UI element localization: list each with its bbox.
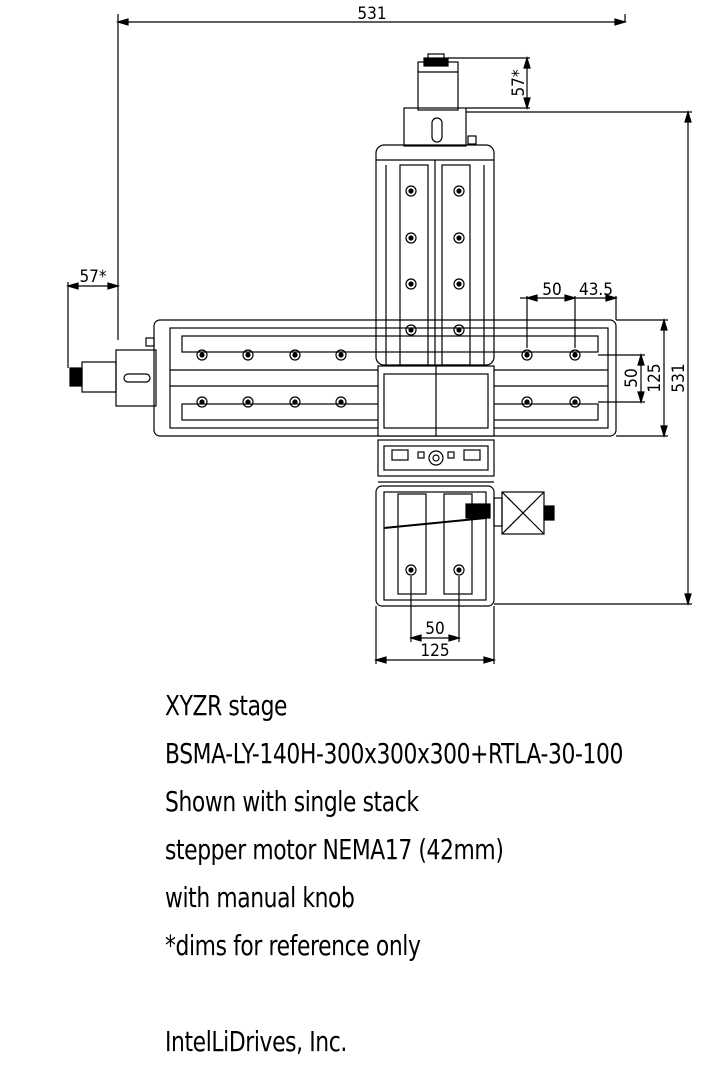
label-motor-left: 57* bbox=[79, 267, 106, 287]
label-carriage-width: 125 bbox=[645, 363, 665, 392]
note-part-number: BSMA-LY-140H-300x300x300+RTLA-30-100 bbox=[165, 737, 623, 770]
dim-motor-top bbox=[448, 55, 531, 111]
note-reference: *dims for reference only bbox=[165, 929, 421, 962]
label-bottom-width: 125 bbox=[420, 641, 449, 661]
note-knob: with manual knob bbox=[165, 881, 355, 914]
dim-bottom-spacing bbox=[408, 576, 462, 642]
company-name: IntelLiDrives, Inc. bbox=[165, 1025, 347, 1058]
label-rail-spacing: 50 bbox=[622, 368, 642, 387]
note-motor: stepper motor NEMA17 (42mm) bbox=[165, 833, 504, 866]
note-title: XYZR stage bbox=[165, 689, 288, 722]
dim-overall-height bbox=[466, 109, 692, 607]
dim-motor-left bbox=[65, 282, 121, 368]
dim-bottom-width bbox=[373, 606, 497, 664]
center-carriage bbox=[377, 365, 495, 437]
label-overall-height: 531 bbox=[669, 363, 689, 392]
dim-rail-spacing bbox=[598, 352, 645, 405]
description-notes: XYZR stage BSMA-LY-140H-300x300x300+RTLA… bbox=[165, 682, 705, 1066]
x-axis-holes bbox=[196, 349, 581, 408]
label-hole-offset: 43.5 bbox=[579, 280, 613, 300]
stage-drawing: 531 57* 57* 50 43.5 50 125 531 50 125 bbox=[65, 4, 692, 664]
x-axis-stage bbox=[69, 319, 617, 437]
note-stack: Shown with single stack bbox=[165, 785, 419, 818]
dim-hole-spacing bbox=[520, 294, 619, 348]
label-motor-top: 57* bbox=[509, 69, 529, 96]
z-axis-stage bbox=[375, 485, 555, 607]
y-axis-holes bbox=[405, 185, 465, 336]
rotary-block bbox=[377, 439, 495, 483]
label-hole-spacing: 50 bbox=[542, 280, 561, 300]
y-axis-stage bbox=[375, 53, 495, 366]
dim-carriage-width bbox=[616, 317, 668, 439]
label-overall-width: 531 bbox=[357, 4, 386, 24]
label-bottom-spacing: 50 bbox=[425, 619, 444, 639]
